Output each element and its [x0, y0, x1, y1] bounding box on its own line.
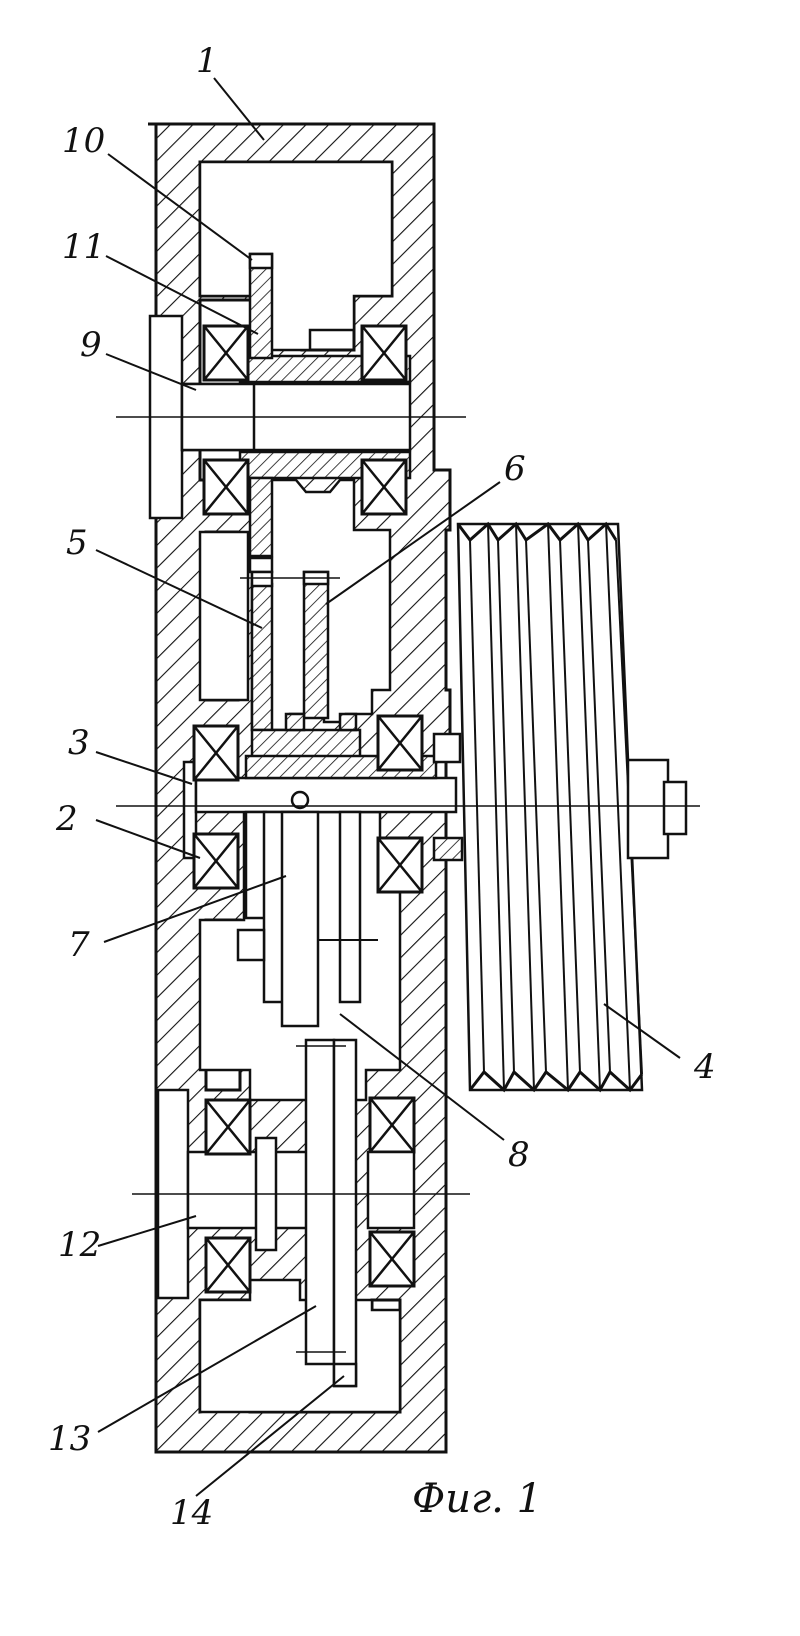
callout-3: 3: [68, 723, 90, 763]
callout-6: 6: [504, 449, 526, 489]
callout-8: 8: [508, 1135, 530, 1175]
callout-2: 2: [55, 799, 78, 839]
callout-11: 11: [62, 227, 105, 267]
callout-12: 12: [58, 1225, 101, 1265]
figure-caption: Фиг. 1: [412, 1476, 542, 1522]
callout-5: 5: [66, 523, 88, 563]
callout-1: 1: [196, 41, 218, 81]
callout-10: 10: [62, 121, 105, 161]
callout-13: 13: [48, 1419, 91, 1459]
callout-7: 7: [68, 925, 90, 965]
callout-14: 14: [170, 1493, 213, 1533]
v-belt-pulley: [458, 524, 686, 1090]
callout-4: 4: [693, 1047, 716, 1087]
callout-9: 9: [80, 325, 102, 365]
